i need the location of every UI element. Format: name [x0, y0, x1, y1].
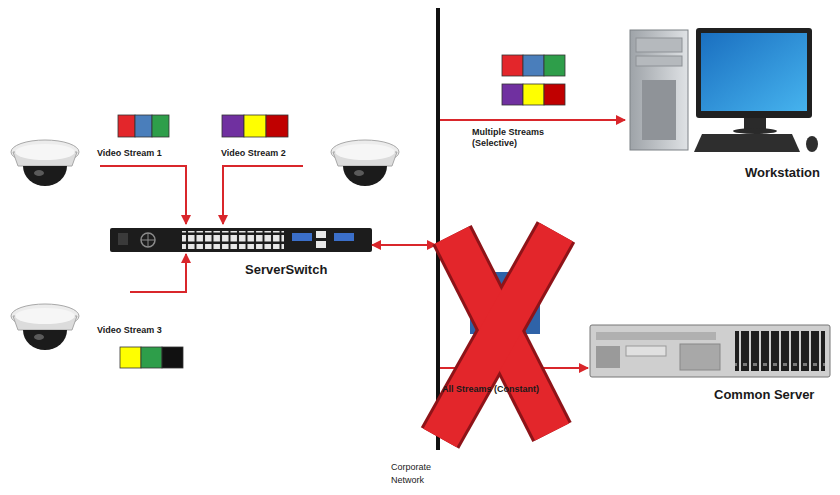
frame [244, 115, 266, 137]
server-illustration [590, 325, 830, 377]
stream-connector [372, 244, 436, 246]
server-body [590, 325, 830, 377]
stream-label: Video Stream 1 [97, 148, 162, 159]
frame [544, 84, 565, 105]
pc-tower [630, 30, 688, 150]
server-node: Common Server [588, 322, 832, 406]
monitor-screen [701, 33, 807, 111]
node-label: Common Server [714, 387, 832, 402]
switch-port [316, 241, 326, 248]
switch-port [316, 231, 326, 238]
server-detail [626, 346, 666, 356]
server-detail [680, 344, 720, 370]
dome-camera [331, 140, 399, 186]
switch-fan [141, 233, 155, 247]
switch-port [334, 233, 354, 241]
server-detail [596, 332, 716, 340]
frame [266, 115, 288, 137]
frame [523, 55, 544, 76]
pc-drive [636, 38, 682, 52]
frame [502, 55, 523, 76]
frame [118, 115, 135, 137]
workstation-illustration [630, 28, 818, 152]
stream-label: Video Stream 2 [221, 148, 286, 159]
pc-vent [642, 80, 676, 140]
switch-ports [182, 231, 284, 249]
frame [135, 115, 152, 137]
node-label: Corporate Network [391, 461, 453, 487]
network-line [436, 8, 440, 450]
switch-detail [118, 233, 128, 245]
dome-camera [11, 140, 79, 186]
frame [141, 347, 162, 368]
stream-connector [440, 119, 625, 121]
frame [502, 84, 523, 105]
dome-camera [11, 304, 79, 350]
server-bays [735, 331, 825, 371]
stream-wire [130, 254, 186, 292]
stream-wire [100, 166, 186, 224]
network-band: Corporate Network [436, 8, 440, 450]
node-label: Workstation [745, 165, 837, 180]
pc-drive [636, 56, 682, 66]
frame [544, 55, 565, 76]
frame [222, 115, 244, 137]
workstation-node: Workstation [625, 24, 837, 182]
stream-wire [223, 166, 303, 224]
monitor-base [733, 128, 777, 134]
edge-label: All Streams (Constant) [442, 384, 612, 395]
switch-illustration [110, 228, 372, 252]
switch-body [110, 228, 372, 252]
frame [162, 347, 183, 368]
cross-stroke [440, 232, 556, 438]
server-detail [596, 346, 620, 368]
edge-label: Multiple Streams (Selective) [472, 127, 562, 149]
frame [120, 347, 141, 368]
frame [152, 115, 169, 137]
red-cross [440, 232, 556, 438]
node-label: ServerSwitch [245, 262, 375, 277]
mouse [806, 136, 818, 152]
switch-fan [141, 233, 155, 247]
stream-label: Video Stream 3 [97, 325, 162, 336]
frame [523, 84, 544, 105]
switch-node: ServerSwitch [110, 226, 372, 280]
switch-port [292, 233, 312, 241]
keyboard [694, 134, 800, 152]
cross-stroke [440, 232, 556, 438]
monitor [696, 28, 812, 118]
